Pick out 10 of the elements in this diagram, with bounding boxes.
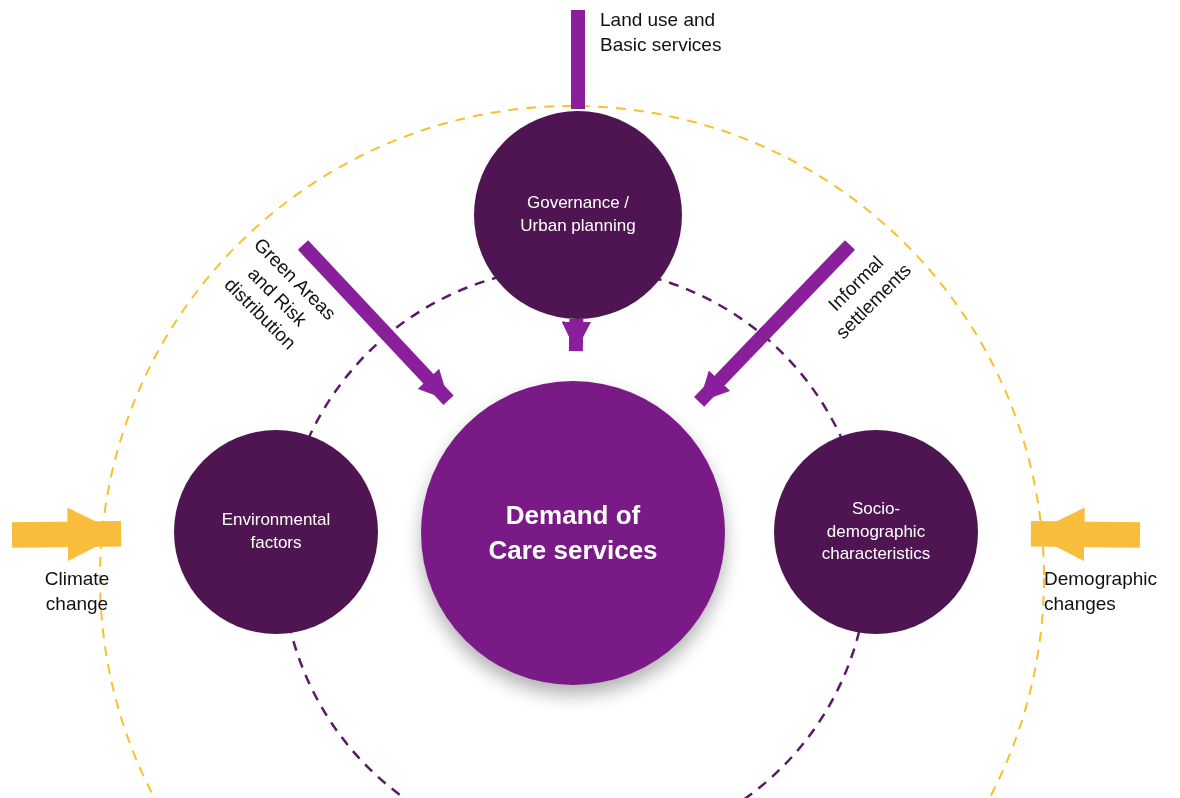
- edge-label: Land use and Basic services: [600, 8, 723, 57]
- node-label: Socio-demographic characteristics: [820, 497, 932, 566]
- node-label: Environmental factors: [220, 509, 332, 554]
- arrow: [297, 240, 454, 406]
- arrow: [1030, 507, 1141, 562]
- arrow: [694, 240, 856, 407]
- node-label: Demand of Care services: [487, 498, 659, 567]
- edge-label: Demographic changes: [1044, 567, 1158, 616]
- arrow: [11, 507, 122, 562]
- node-label: Governance / Urban planning: [519, 192, 637, 237]
